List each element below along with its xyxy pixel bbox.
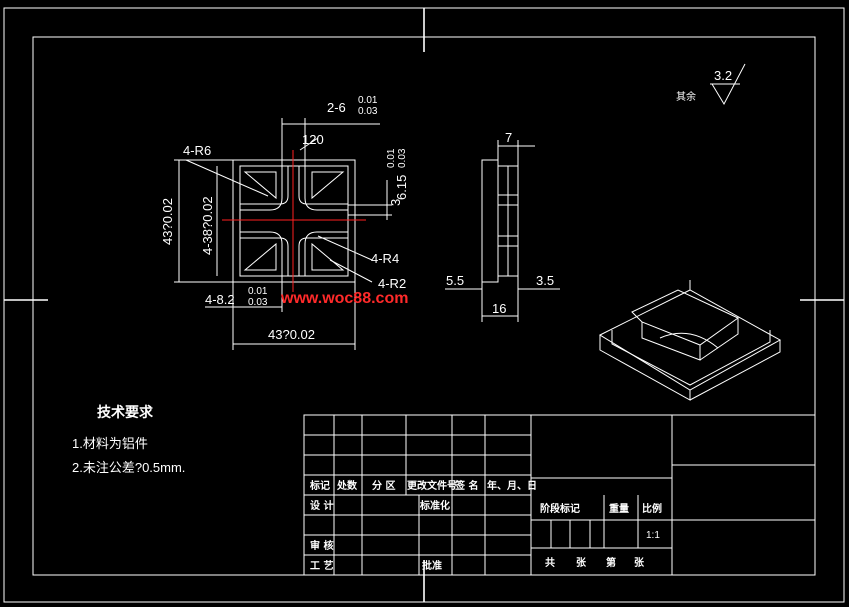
iso-inner-step: [611, 330, 771, 386]
cross-inner-br: [298, 237, 348, 276]
tb-sign: 签 名: [454, 479, 478, 492]
angle-leader: [299, 137, 319, 151]
dim-slot-tol-upper: 0.01: [358, 95, 378, 106]
tb-mark: 标记: [309, 479, 330, 492]
dim-small-label: 3: [388, 199, 403, 206]
dim-slot-tol-lower: 0.03: [358, 106, 378, 117]
dim-r4-label: 4-R4: [371, 251, 399, 266]
tb-total: 共: [545, 556, 555, 569]
dim-depth-tol-lower: 0.03: [397, 148, 408, 168]
watermark: www.woc88.com: [280, 290, 408, 307]
side-left-label: 5.5: [446, 273, 464, 288]
iso-cross-top: [631, 289, 739, 346]
pocket-br: [311, 242, 345, 271]
outer-square: [232, 159, 356, 283]
tech-line-1: 1.材料为铝件: [72, 436, 148, 451]
tb-scale-value: 1:1: [646, 530, 660, 541]
tb-change-doc: 更改文件号: [407, 479, 457, 492]
tb-weight: 重量: [609, 502, 629, 515]
tech-requirements: 技术要求 1.材料为铝件 2.未注公差?0.5mm.: [72, 404, 185, 475]
front-view: 4-R6 43?0.02 4-38?0.02 2-6 0.01 0.03 120…: [160, 95, 409, 350]
inner-frame: [32, 36, 816, 576]
pocket-tl: [243, 171, 277, 200]
tb-review: 审 核: [310, 539, 333, 552]
pocket-tr: [311, 171, 345, 200]
iso-base-top: [598, 289, 782, 391]
isometric-view: [598, 280, 782, 401]
roughness-symbol: [711, 63, 746, 106]
cross-inner-bl: [240, 237, 289, 276]
tb-standardize: 标准化: [419, 499, 450, 512]
side-total-label: 16: [492, 301, 506, 316]
tb-count: 处数: [336, 479, 358, 492]
dim-angle-label: 120: [302, 132, 324, 147]
roughness-value: 3.2: [714, 68, 732, 83]
leader-r4: [317, 235, 373, 261]
tech-title: 技术要求: [97, 404, 154, 420]
dim-pocket-tol-lower: 0.03: [248, 297, 268, 308]
dim-pocket-tol-upper: 0.01: [248, 286, 268, 297]
dim-width-label: 43?0.02: [268, 327, 315, 342]
tech-line-2: 2.未注公差?0.5mm.: [72, 460, 185, 475]
tb-process: 工 艺: [310, 559, 333, 572]
iso-cross-right: [699, 318, 739, 361]
dim-height-label: 43?0.02: [160, 198, 175, 245]
iso-base-right: [689, 340, 781, 401]
side-view: 7 5.5 3.5 16: [445, 130, 560, 322]
dim-r6-label: 4-R6: [183, 143, 211, 158]
tb-design: 设 计: [310, 499, 333, 512]
leader-r6: [185, 159, 269, 197]
tb-sheet: 张: [576, 556, 587, 569]
title-block: 标记 处数 分 区 更改文件号 签 名 年、月、日 设 计 标准化 阶段标记 重…: [303, 414, 816, 576]
side-right-label: 3.5: [536, 273, 554, 288]
dim-r2-label: 4-R2: [378, 276, 406, 291]
cross-boss-outline: [239, 165, 349, 277]
roughness-label: 其余: [676, 90, 696, 103]
side-top-label: 7: [505, 130, 512, 145]
tb-sheet2: 张: [634, 556, 645, 569]
side-base: [481, 159, 499, 283]
tb-approve: 批准: [422, 559, 442, 572]
dim-slot-label: 2-6: [327, 100, 346, 115]
surface-roughness: 3.2 其余: [676, 63, 746, 106]
dim-depth-label: 6.15: [394, 175, 409, 200]
cross-inner-tl: [240, 166, 289, 205]
dim-depth-tol-upper: 0.01: [386, 148, 397, 168]
tb-page: 第: [606, 556, 616, 569]
inner-square: [239, 165, 349, 277]
pocket-bl: [243, 242, 277, 271]
dim-pocket-label: 4-8.2: [205, 292, 235, 307]
dim-inner-height-label: 4-38?0.02: [200, 196, 215, 255]
cross-inner-tr: [298, 166, 348, 205]
tb-stage: 阶段标记: [540, 502, 580, 515]
iso-base-left: [599, 335, 691, 401]
leader-r2: [329, 259, 373, 283]
iso-arc: [659, 332, 719, 349]
tb-scale: 比例: [642, 502, 662, 515]
tb-date: 年、月、日: [487, 479, 537, 492]
iso-cross-front: [641, 322, 701, 361]
tb-zone: 分 区: [372, 479, 395, 492]
